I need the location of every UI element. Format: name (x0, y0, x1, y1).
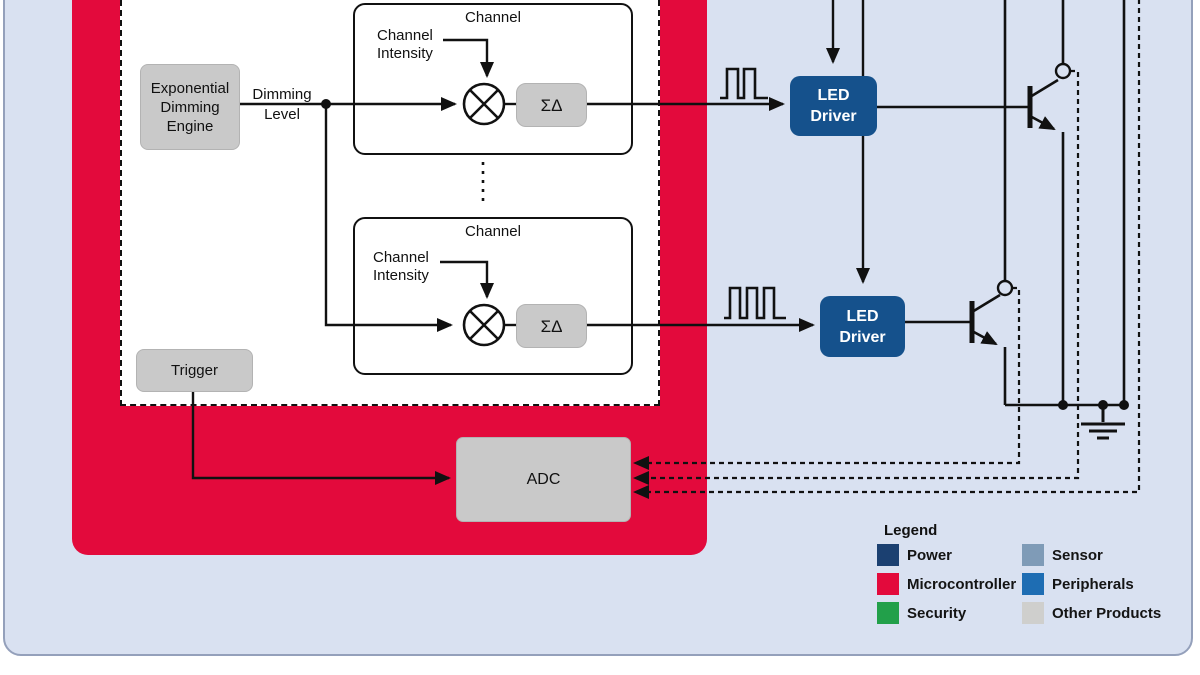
channel-intensity-label-2: Channel Intensity (373, 249, 429, 284)
sigma-delta-box-1: ΣΔ (516, 83, 587, 127)
legend-item-microcontroller: Microcontroller (877, 573, 1016, 595)
ground-rail (1005, 0, 1126, 407)
dimming-level-wire (240, 97, 457, 332)
npn-transistor-1 (1027, 0, 1065, 405)
adc-sense-wire-3 (648, 0, 1141, 494)
adc-sense-wire-2 (648, 69, 1080, 480)
sense-node-2 (996, 279, 1014, 297)
exponential-dimming-engine-box: Exponential Dimming Engine (140, 64, 240, 150)
adc-arrowheads (633, 456, 649, 499)
led-driver-box-2: LED Driver (820, 296, 905, 357)
trigger-box: Trigger (136, 349, 253, 392)
multiplier-icon (462, 303, 506, 347)
led-driver-output-wires (877, 105, 1028, 324)
junction-dot (321, 99, 331, 109)
channel-intensity-wire-1 (443, 38, 494, 78)
npn-transistor-2 (969, 0, 1007, 405)
sensor-color-swatch (1022, 544, 1044, 566)
channel-box-1 (353, 3, 633, 155)
legend-item-security: Security (877, 602, 966, 624)
sigma-delta-box-2: ΣΔ (516, 304, 587, 348)
led-driver-supply-wires (826, 0, 870, 284)
other-products-color-swatch (1022, 602, 1044, 624)
microcontroller-color-swatch (877, 573, 899, 595)
ground-icon (1081, 405, 1125, 440)
pwm-waveform-1 (720, 67, 768, 100)
legend-item-sensor: Sensor (1022, 544, 1103, 566)
channel-intensity-label-1: Channel Intensity (377, 27, 433, 62)
channel-title-2: Channel (465, 223, 521, 240)
multiplier-icon (462, 82, 506, 126)
trigger-wire (191, 392, 451, 485)
legend-item-label: Sensor (1052, 546, 1103, 564)
legend-item-peripherals: Peripherals (1022, 573, 1134, 595)
power-color-swatch (877, 544, 899, 566)
legend-item-label: Power (907, 546, 953, 564)
pwm-waveform-2 (724, 286, 786, 320)
legend-item-other-products: Other Products (1022, 602, 1161, 624)
legend-item-label: Microcontroller (907, 575, 1017, 593)
legend-item-label: Peripherals (1052, 575, 1134, 593)
dimming-level-label: Dimming Level (252, 86, 312, 123)
adc-box: ADC (456, 437, 631, 522)
channel-title-1: Channel (465, 9, 521, 26)
adc-sense-wire-1 (648, 286, 1021, 465)
channel-intensity-wire-2 (440, 260, 494, 299)
led-driver-box-1: LED Driver (790, 76, 877, 136)
legend-item-label: Other Products (1052, 604, 1162, 622)
security-color-swatch (877, 602, 899, 624)
legend-title: Legend (884, 522, 938, 539)
peripherals-color-swatch (1022, 573, 1044, 595)
legend-item-label: Security (907, 604, 967, 622)
legend-item-power: Power (877, 544, 952, 566)
sense-node-1 (1054, 62, 1072, 80)
